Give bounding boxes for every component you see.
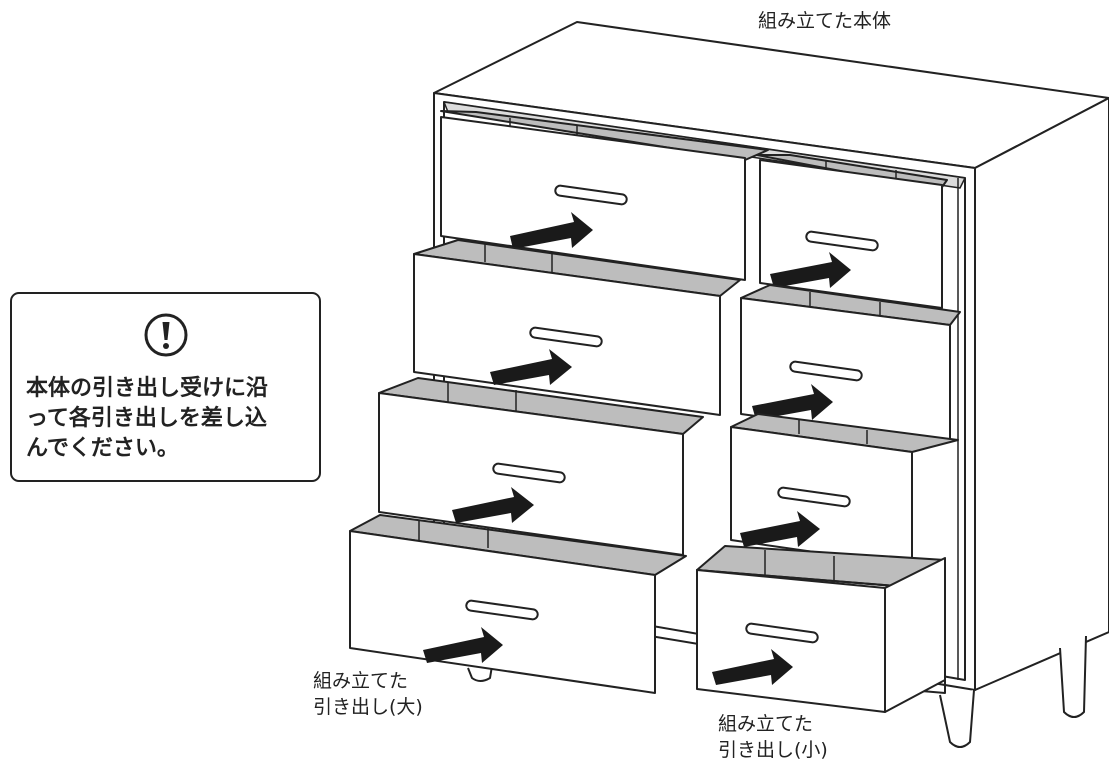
assembled-body-label: 組み立てた本体: [758, 10, 892, 32]
caution-note-text: 本体の引き出し受けに沿 って各引き出しを差し込 んでください。: [26, 376, 269, 461]
large-drawer-label: 組み立てた 引き出し(大): [313, 670, 423, 718]
push-arrow: [740, 511, 820, 547]
cabinet-side: [974, 97, 1109, 691]
push-arrow: [752, 384, 833, 420]
small-drawer-label: 組み立てた 引き出し(小): [718, 713, 828, 761]
cabinet-leg-front: [939, 689, 975, 748]
push-arrow: [423, 627, 503, 663]
cabinet-leg-left: [467, 665, 493, 682]
push-arrow: [770, 252, 851, 288]
drawer-large-3: [378, 377, 704, 556]
drawer-large-4: [349, 514, 687, 694]
drawer-small-4: [696, 545, 946, 713]
drawer-small-2: [740, 284, 961, 443]
drawer-small-1: [756, 154, 948, 309]
caution-note: 本体の引き出し受けに沿 って各引き出しを差し込 んでください。: [10, 292, 321, 482]
drawer-small-3: [730, 413, 959, 567]
exclamation-circle-icon: [144, 313, 188, 357]
cabinet-leg-right: [1059, 635, 1087, 718]
push-arrow: [712, 649, 793, 685]
drawer-large-2: [413, 239, 741, 416]
push-arrow: [490, 349, 572, 385]
push-arrow: [510, 212, 593, 249]
drawer-large-1: [440, 110, 769, 281]
push-arrow: [452, 487, 534, 523]
